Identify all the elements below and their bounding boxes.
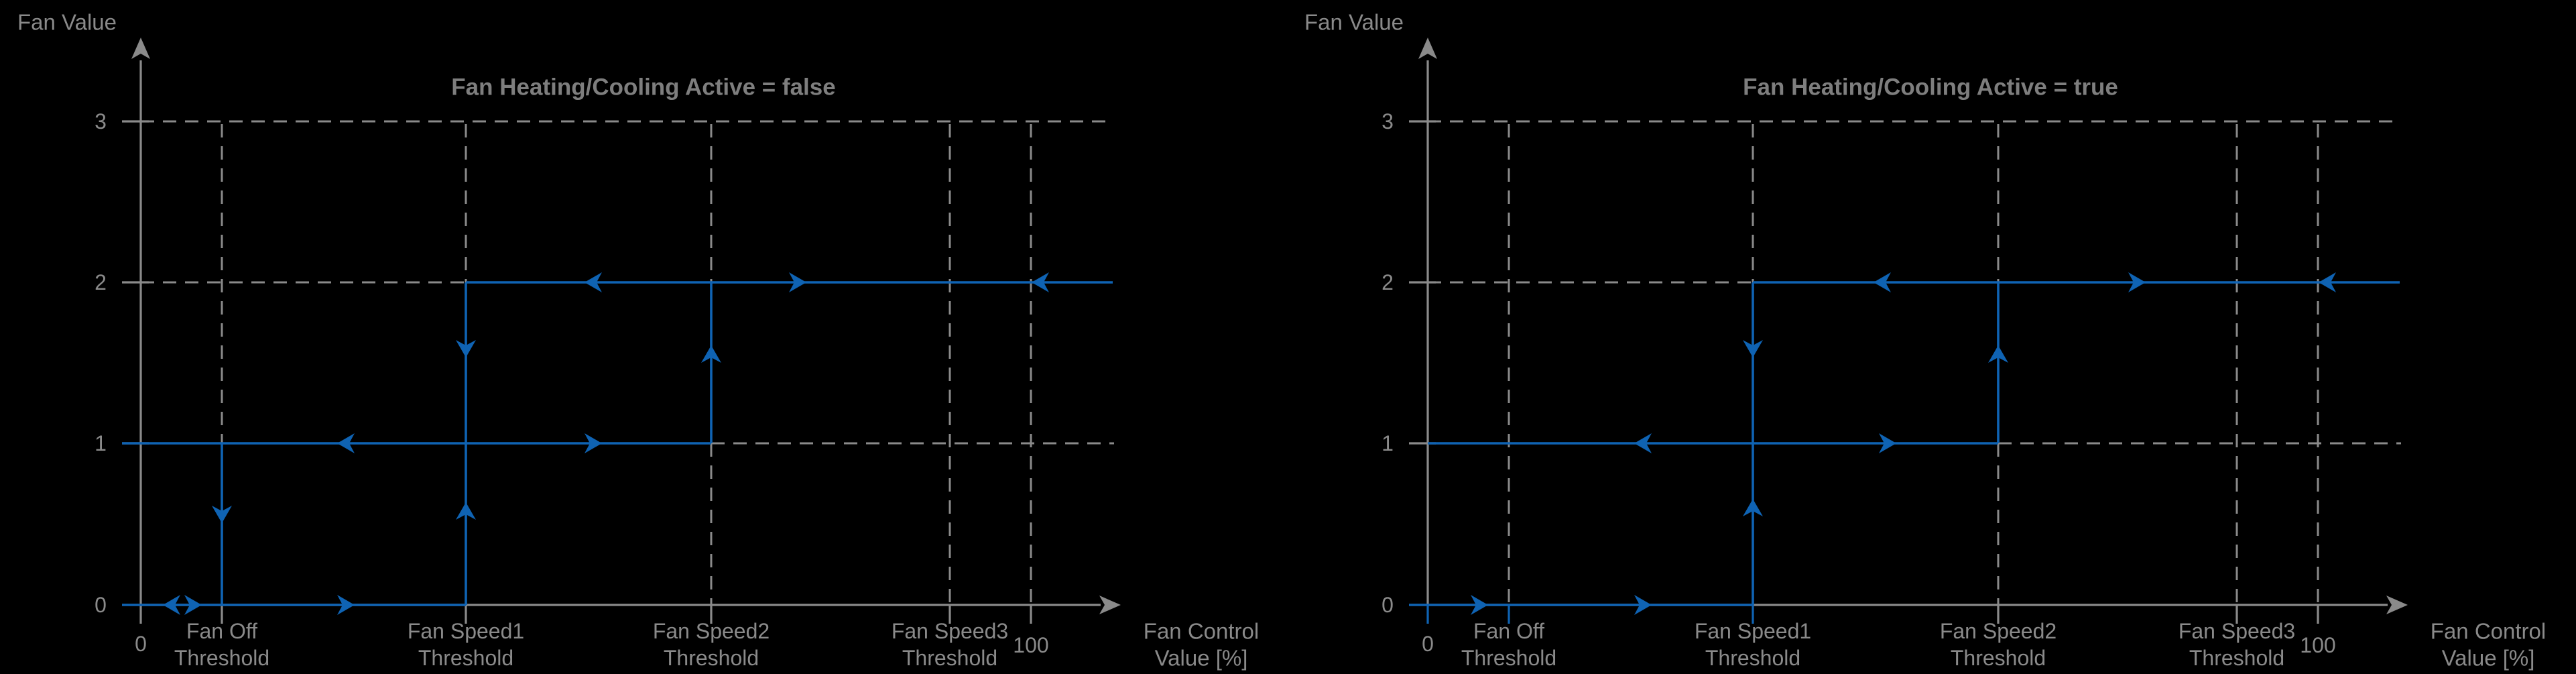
x-axis-label-line1: Fan Control	[1144, 619, 1259, 644]
direction-arrow-left-icon	[1874, 272, 1891, 292]
direction-arrow-left-icon	[2319, 272, 2336, 292]
direction-arrow-right-icon	[585, 433, 602, 453]
direction-arrow-up-icon	[1743, 499, 1763, 516]
x-threshold-label-line1: Fan Speed3	[892, 619, 1008, 643]
direction-arrow-down-icon	[1743, 340, 1763, 357]
chart-heating-cooling-false: Fan Heating/Cooling Active = false Fan Va…	[17, 10, 1259, 671]
x-threshold-label-line2: Threshold	[418, 646, 513, 670]
direction-arrow-right-icon	[337, 595, 355, 615]
y-tick-label: 3	[95, 109, 107, 133]
y-axis-label: Fan Value	[1304, 10, 1404, 35]
x-axis-label-line2: Value [%]	[2442, 646, 2535, 671]
x-threshold-label-line1: Fan Off	[1473, 619, 1544, 643]
direction-arrow-right-icon	[1634, 595, 1652, 615]
direction-arrow-right-icon	[1471, 595, 1488, 615]
chart-heating-cooling-true: Fan Heating/Cooling Active = true Fan Val…	[1304, 10, 2546, 671]
direction-arrow-left-icon	[337, 433, 355, 453]
y-tick-label: 2	[95, 270, 107, 294]
y-tick-label: 1	[95, 431, 107, 455]
direction-arrow-down-icon	[212, 506, 232, 523]
direction-arrow-left-icon	[1032, 272, 1049, 292]
x-threshold-label-line2: Threshold	[1461, 646, 1556, 670]
x-threshold-label-line2: Threshold	[2189, 646, 2284, 670]
y-axis-arrowhead	[1418, 38, 1437, 59]
direction-arrow-up-icon	[701, 345, 721, 363]
x-axis-arrowhead	[2386, 596, 2408, 614]
x-threshold-label-line1: Fan Off	[186, 619, 257, 643]
direction-arrow-left-icon	[163, 595, 180, 615]
y-axis-label: Fan Value	[17, 10, 117, 35]
y-tick-label: 2	[1382, 270, 1394, 294]
chart-title: Fan Heating/Cooling Active = false	[451, 74, 835, 101]
hysteresis-path	[122, 272, 1113, 615]
x-threshold-label-line1: Fan Speed1	[1695, 619, 1811, 643]
x-threshold-label-line1: Fan Speed2	[653, 619, 770, 643]
y-tick-label: 0	[1382, 593, 1394, 617]
y-tick-label: 1	[1382, 431, 1394, 455]
direction-arrow-right-icon	[1879, 433, 1896, 453]
y-tick-label: 0	[95, 593, 107, 617]
y-axis-arrowhead	[131, 38, 150, 59]
x-threshold-label-line2: Threshold	[174, 646, 269, 670]
y-tick-label: 3	[1382, 109, 1394, 133]
x-threshold-label-line2: Threshold	[664, 646, 759, 670]
direction-arrow-right-icon	[184, 595, 202, 615]
x-threshold-label-line2: Threshold	[1951, 646, 2046, 670]
x-max-label: 100	[2300, 633, 2335, 657]
direction-arrow-left-icon	[1634, 433, 1652, 453]
direction-arrow-left-icon	[585, 272, 602, 292]
x-axis-arrowhead	[1099, 596, 1121, 614]
x-axis-label-line1: Fan Control	[2431, 619, 2546, 644]
x-threshold-label-line2: Threshold	[902, 646, 997, 670]
direction-arrow-right-icon	[789, 272, 806, 292]
hysteresis-path	[1409, 272, 2400, 615]
x-max-label: 100	[1013, 633, 1048, 657]
x-origin-label: 0	[1422, 632, 1434, 656]
x-origin-label: 0	[135, 632, 147, 656]
x-threshold-label-line1: Fan Speed1	[408, 619, 524, 643]
direction-arrow-right-icon	[2128, 272, 2146, 292]
direction-arrow-up-icon	[1988, 345, 2008, 363]
x-axis-label-line2: Value [%]	[1155, 646, 1248, 671]
chart-title: Fan Heating/Cooling Active = true	[1743, 74, 2118, 101]
direction-arrow-up-icon	[456, 502, 476, 520]
x-threshold-label-line1: Fan Speed2	[1940, 619, 2057, 643]
direction-arrow-down-icon	[456, 340, 476, 357]
x-threshold-label-line2: Threshold	[1705, 646, 1800, 670]
x-threshold-label-line1: Fan Speed3	[2179, 619, 2295, 643]
